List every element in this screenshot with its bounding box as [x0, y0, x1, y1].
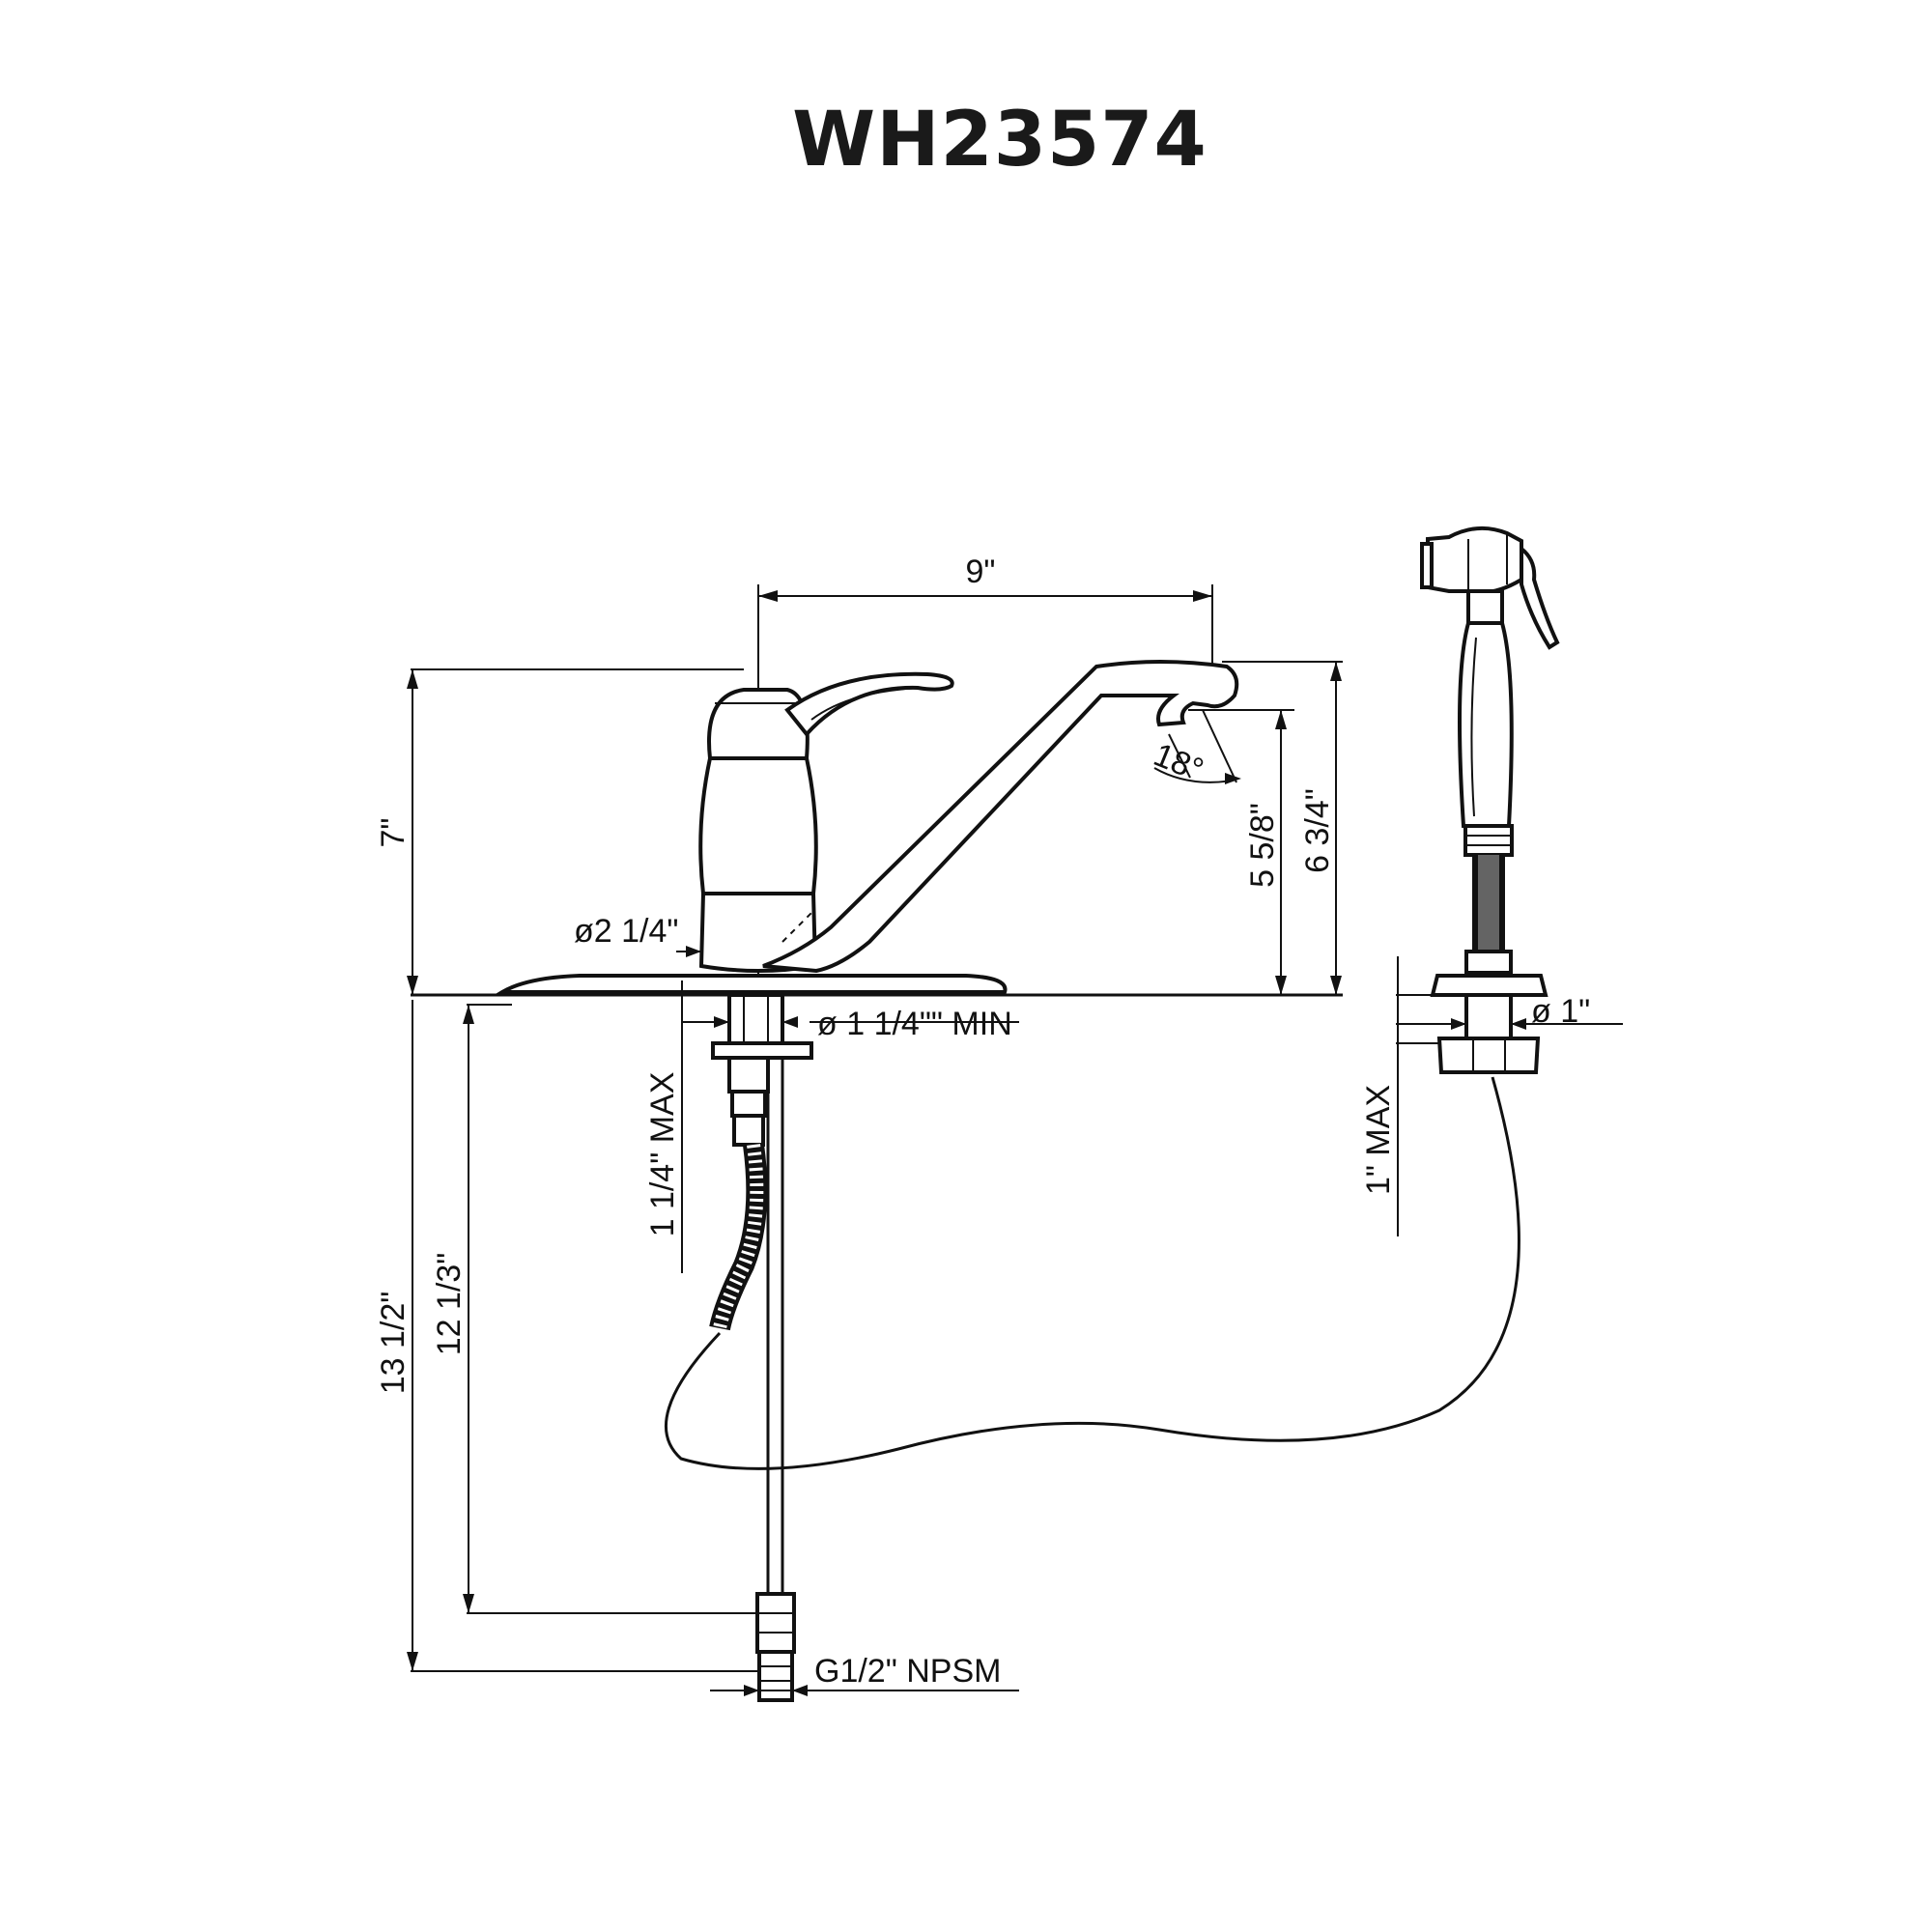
- dimension-spray-hole: ø 1": [1396, 993, 1623, 1044]
- dimension-connection: G1/2" NPSM: [710, 1653, 1019, 1700]
- drawing-title: WH23574: [792, 97, 1208, 184]
- faucet-body: 18°: [495, 660, 1241, 994]
- label-height-to-top: 6 3/4": [1299, 788, 1336, 873]
- dimension-supply-length: 12 1/3": [431, 1004, 757, 1614]
- label-base-diameter: ø2 1/4": [574, 913, 678, 950]
- dimension-total-height: 7": [375, 668, 744, 995]
- dimension-hole-min: ø 1 1/4"" MIN: [681, 980, 1019, 1067]
- label-spray-deck-max: 1" MAX: [1360, 1085, 1397, 1195]
- label-supply-length: 12 1/3": [431, 1253, 468, 1356]
- dimension-deck-max: 1 1/4" MAX: [644, 1067, 683, 1273]
- label-total-height: 7": [375, 818, 412, 848]
- label-connection: G1/2" NPSM: [814, 1653, 1001, 1690]
- faucet-shank: [709, 993, 813, 1702]
- label-total-below: 13 1/2": [375, 1292, 412, 1395]
- label-spout-height: 5 5/8": [1244, 803, 1281, 888]
- dimension-spray-deck-max: 1" MAX: [1360, 956, 1399, 1236]
- label-hole-min: ø 1 1/4"" MIN: [817, 1006, 1012, 1042]
- label-spout-reach: 9": [966, 554, 996, 590]
- side-spray: [1420, 526, 1560, 1074]
- dimension-total-below: 13 1/2": [375, 1000, 757, 1672]
- spray-hose: [665, 1076, 1520, 1470]
- label-deck-max: 1 1/4" MAX: [644, 1072, 681, 1237]
- label-spray-hole: ø 1": [1531, 993, 1590, 1030]
- dimension-spout-reach: 9": [757, 554, 1213, 976]
- dimension-right-heights: 5 5/8" 6 3/4": [1188, 661, 1343, 995]
- dimension-base-diameter: ø2 1/4": [574, 913, 701, 957]
